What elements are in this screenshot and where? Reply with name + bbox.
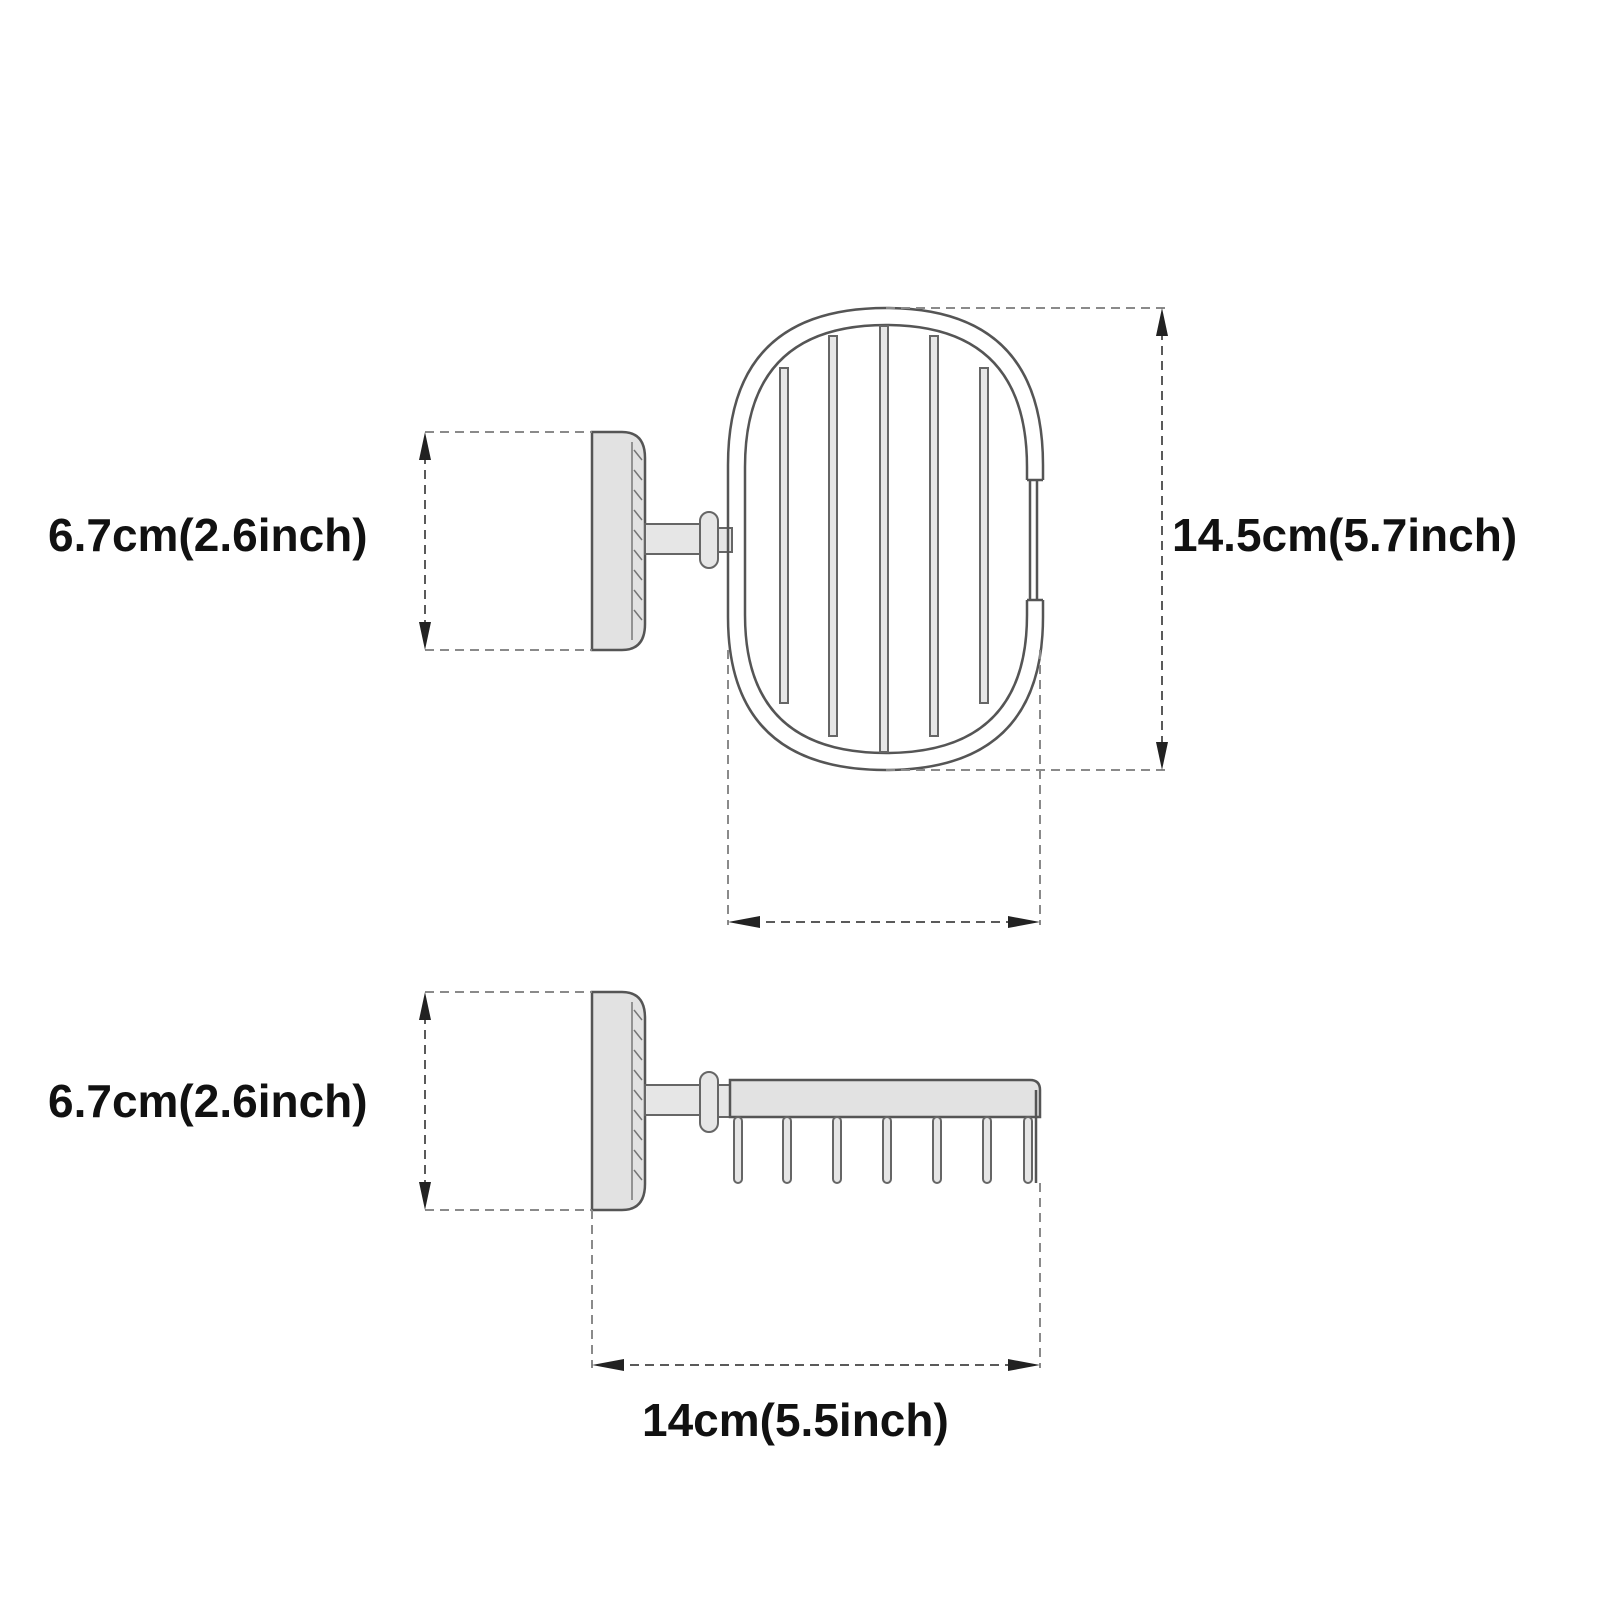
- front-wall-mount: [590, 430, 647, 652]
- front-basket: [726, 306, 1045, 772]
- front-support-arm: [644, 511, 733, 569]
- side-mount-height-label: 6.7cm(2.6inch): [48, 1075, 368, 1127]
- front-mount-height-dimension: [419, 431, 592, 651]
- side-view: [590, 990, 1042, 1212]
- side-depth-label: 14cm(5.5inch): [642, 1394, 949, 1446]
- side-support-arm: [644, 1071, 733, 1133]
- front-basket-height-label: 14.5cm(5.7inch): [1172, 509, 1518, 561]
- side-basket: [728, 1078, 1042, 1184]
- front-basket-height-dimension: [886, 307, 1168, 771]
- side-depth-dimension: [591, 1183, 1041, 1371]
- front-basket-width-dimension: [727, 650, 1041, 928]
- side-mount-height-dimension: [419, 991, 592, 1211]
- side-wall-mount: [590, 990, 647, 1212]
- front-mount-height-label: 6.7cm(2.6inch): [48, 509, 368, 561]
- front-view: [590, 306, 1045, 772]
